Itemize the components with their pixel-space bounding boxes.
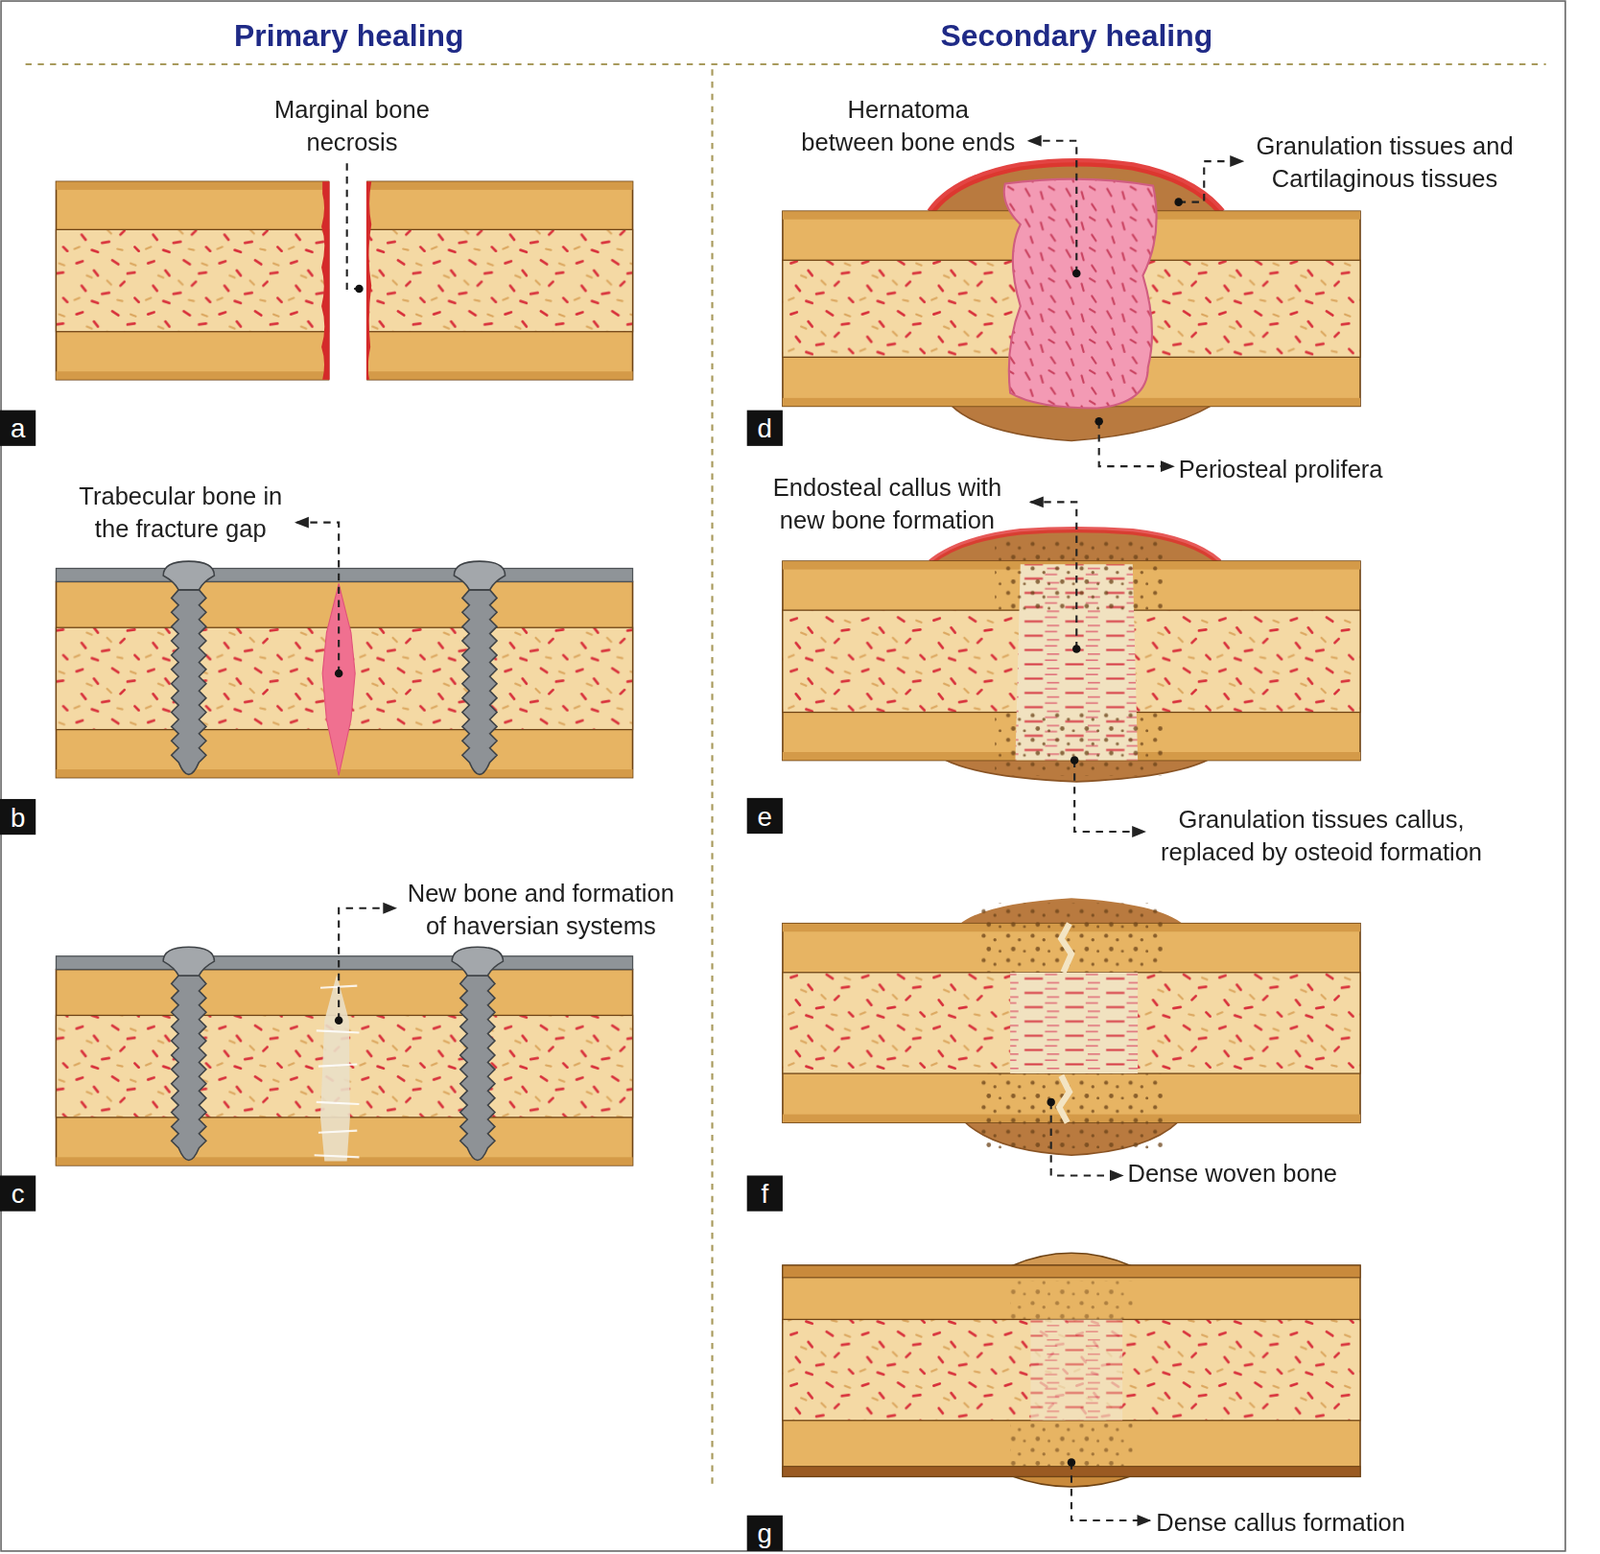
- leader-dots: [334, 197, 1183, 1466]
- column-heading: Primary healing: [186, 17, 513, 54]
- callout-label: Dense woven bone: [1127, 1156, 1338, 1190]
- osteoid-specks: [994, 539, 1164, 613]
- bone-marrow: [56, 229, 330, 331]
- leader-dot: [1174, 197, 1183, 207]
- woven-specks: [979, 1073, 1163, 1151]
- callus-specks: [1010, 1280, 1133, 1319]
- bone-cortex: [782, 923, 1361, 1123]
- bone-marrow: [367, 229, 634, 331]
- callout-label: Trabecular bone in the fracture gap: [68, 479, 293, 545]
- callus-specks: [1010, 1423, 1133, 1467]
- bone-cortex: [367, 181, 634, 379]
- osteoid-specks: [994, 712, 1164, 777]
- leader-line: [1071, 1461, 1151, 1521]
- callout-label: Granulation tissues callus, replaced by …: [1148, 802, 1496, 869]
- leader-line: [1030, 501, 1077, 649]
- panel-letter-box: g: [747, 1515, 783, 1552]
- panel-letter-box: c: [0, 1175, 36, 1211]
- leader-line: [347, 163, 360, 289]
- bone-screw: [163, 946, 214, 1160]
- callout-label: Marginal bone necrosis: [250, 94, 455, 160]
- callout-label: Dense callus formation: [1155, 1505, 1406, 1539]
- panel-letter-box: b: [0, 799, 36, 835]
- bone-marrow: [782, 1318, 1361, 1420]
- panel-letter: b: [10, 803, 25, 831]
- leader-line: [1051, 1102, 1123, 1177]
- panel-letter: f: [760, 1179, 769, 1207]
- woven-bone-line: [1060, 923, 1072, 973]
- column-heading: Secondary healing: [913, 17, 1240, 54]
- panel-letter-box: f: [747, 1175, 783, 1211]
- leader-dot: [1070, 755, 1080, 765]
- bone-cortex: [56, 181, 330, 379]
- panel-letter-box: d: [747, 410, 783, 447]
- leader-line: [1178, 161, 1244, 203]
- leader-line: [1099, 421, 1175, 467]
- figure-border: [0, 0, 1566, 1552]
- leader-lines: [295, 141, 1243, 1521]
- bone-screw: [453, 561, 505, 775]
- hematoma: [1004, 179, 1157, 409]
- periosteal-bulge: [950, 404, 1212, 441]
- separator-line: [25, 63, 1547, 66]
- leader-line: [295, 522, 339, 674]
- callout-label: New bone and formation of haversian syst…: [400, 877, 681, 943]
- bone-screw: [163, 561, 214, 775]
- cortex-edge: [367, 181, 634, 190]
- haversian-lines: [314, 986, 360, 1158]
- leader-line: [338, 908, 397, 1021]
- cortex-edge: [367, 371, 634, 380]
- panel-letter-box: a: [0, 410, 36, 447]
- cortex-edge: [56, 181, 330, 190]
- fixation-plate: [56, 956, 634, 970]
- callout-label: Periosteal prolifera: [1178, 452, 1384, 486]
- necrosis-edge: [321, 181, 330, 379]
- cortex-edge: [56, 769, 634, 778]
- panel-letter-box: e: [747, 798, 783, 834]
- bone-cortex: [56, 581, 634, 777]
- leader-dot: [1072, 644, 1082, 654]
- leader-dot: [334, 1016, 344, 1026]
- panel-letter: g: [757, 1520, 773, 1548]
- trabecular-gap: [322, 583, 355, 776]
- callout-label: Endosteal callus with new bone formation: [762, 470, 1013, 537]
- cortex-edge: [782, 1265, 1361, 1278]
- leader-dot: [334, 669, 344, 679]
- panel-letter: a: [10, 414, 25, 442]
- necrosis-edge: [366, 181, 372, 379]
- callout-label: Hernatoma between bone ends: [800, 94, 1017, 160]
- leader-dot: [1046, 1098, 1056, 1107]
- woven-specks: [979, 902, 1163, 972]
- leader-dot: [1094, 417, 1104, 426]
- bone-screw: [451, 946, 503, 1160]
- panel-letter: d: [757, 414, 773, 442]
- bone-cortex: [56, 969, 634, 1166]
- cortex-edge: [56, 371, 330, 380]
- endosteal-callus: [1010, 972, 1138, 1074]
- panel-letter: e: [757, 802, 773, 830]
- fixation-plate: [56, 568, 634, 583]
- leader-dot: [1067, 1458, 1077, 1467]
- callus-bump: [1010, 1252, 1133, 1267]
- bone-cortex: [782, 1265, 1361, 1477]
- leader-line: [1074, 760, 1145, 832]
- woven-bone-line: [1058, 1075, 1070, 1123]
- leader-line: [1028, 141, 1077, 274]
- leader-dot: [1072, 269, 1082, 279]
- panel-letter: c: [11, 1179, 25, 1207]
- remodelled-callus: [1030, 1318, 1123, 1420]
- bone-marrow: [782, 972, 1361, 1074]
- separator-line: [710, 69, 713, 1484]
- callout-label: Granulation tissues and Cartilaginous ti…: [1236, 129, 1532, 195]
- leader-dot: [354, 284, 364, 294]
